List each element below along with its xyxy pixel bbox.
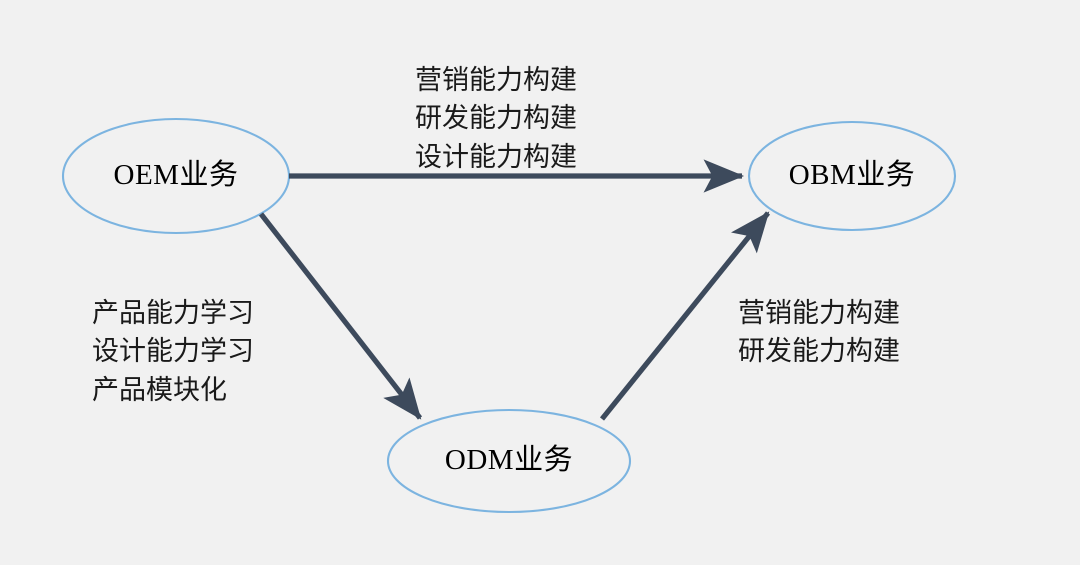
node-label-oem: OEM业务 <box>113 159 239 191</box>
edge-label-line: 产品模块化 <box>92 374 227 405</box>
edge-label-line: 营销能力构建 <box>738 298 900 328</box>
node-ellipse-obm[interactable] <box>747 120 957 232</box>
edge-label-line: 营销能力构建 <box>415 65 577 95</box>
edge-label-oem-to-odm: 产品能力学习 设计能力学习 产品模块化 <box>92 294 322 409</box>
edge-label-oem-to-obm: 营销能力构建 研发能力构建 设计能力构建 <box>386 61 606 176</box>
node-label-odm: ODM业务 <box>444 444 574 476</box>
node-ellipse-odm[interactable] <box>386 408 632 514</box>
edge-label-odm-to-obm: 营销能力构建 研发能力构建 <box>738 294 968 371</box>
node-label-obm: OBM业务 <box>788 159 916 191</box>
edge-label-line: 产品能力学习 <box>92 298 254 328</box>
edge-label-line: 研发能力构建 <box>738 336 900 367</box>
edge-label-line: 研发能力构建 <box>415 103 577 134</box>
edge-line-odm-to-obm <box>599 211 771 421</box>
edge-label-line: 设计能力学习 <box>92 336 254 367</box>
edge-line-oem-to-odm <box>258 212 423 420</box>
edge-label-line: 设计能力构建 <box>415 141 577 172</box>
